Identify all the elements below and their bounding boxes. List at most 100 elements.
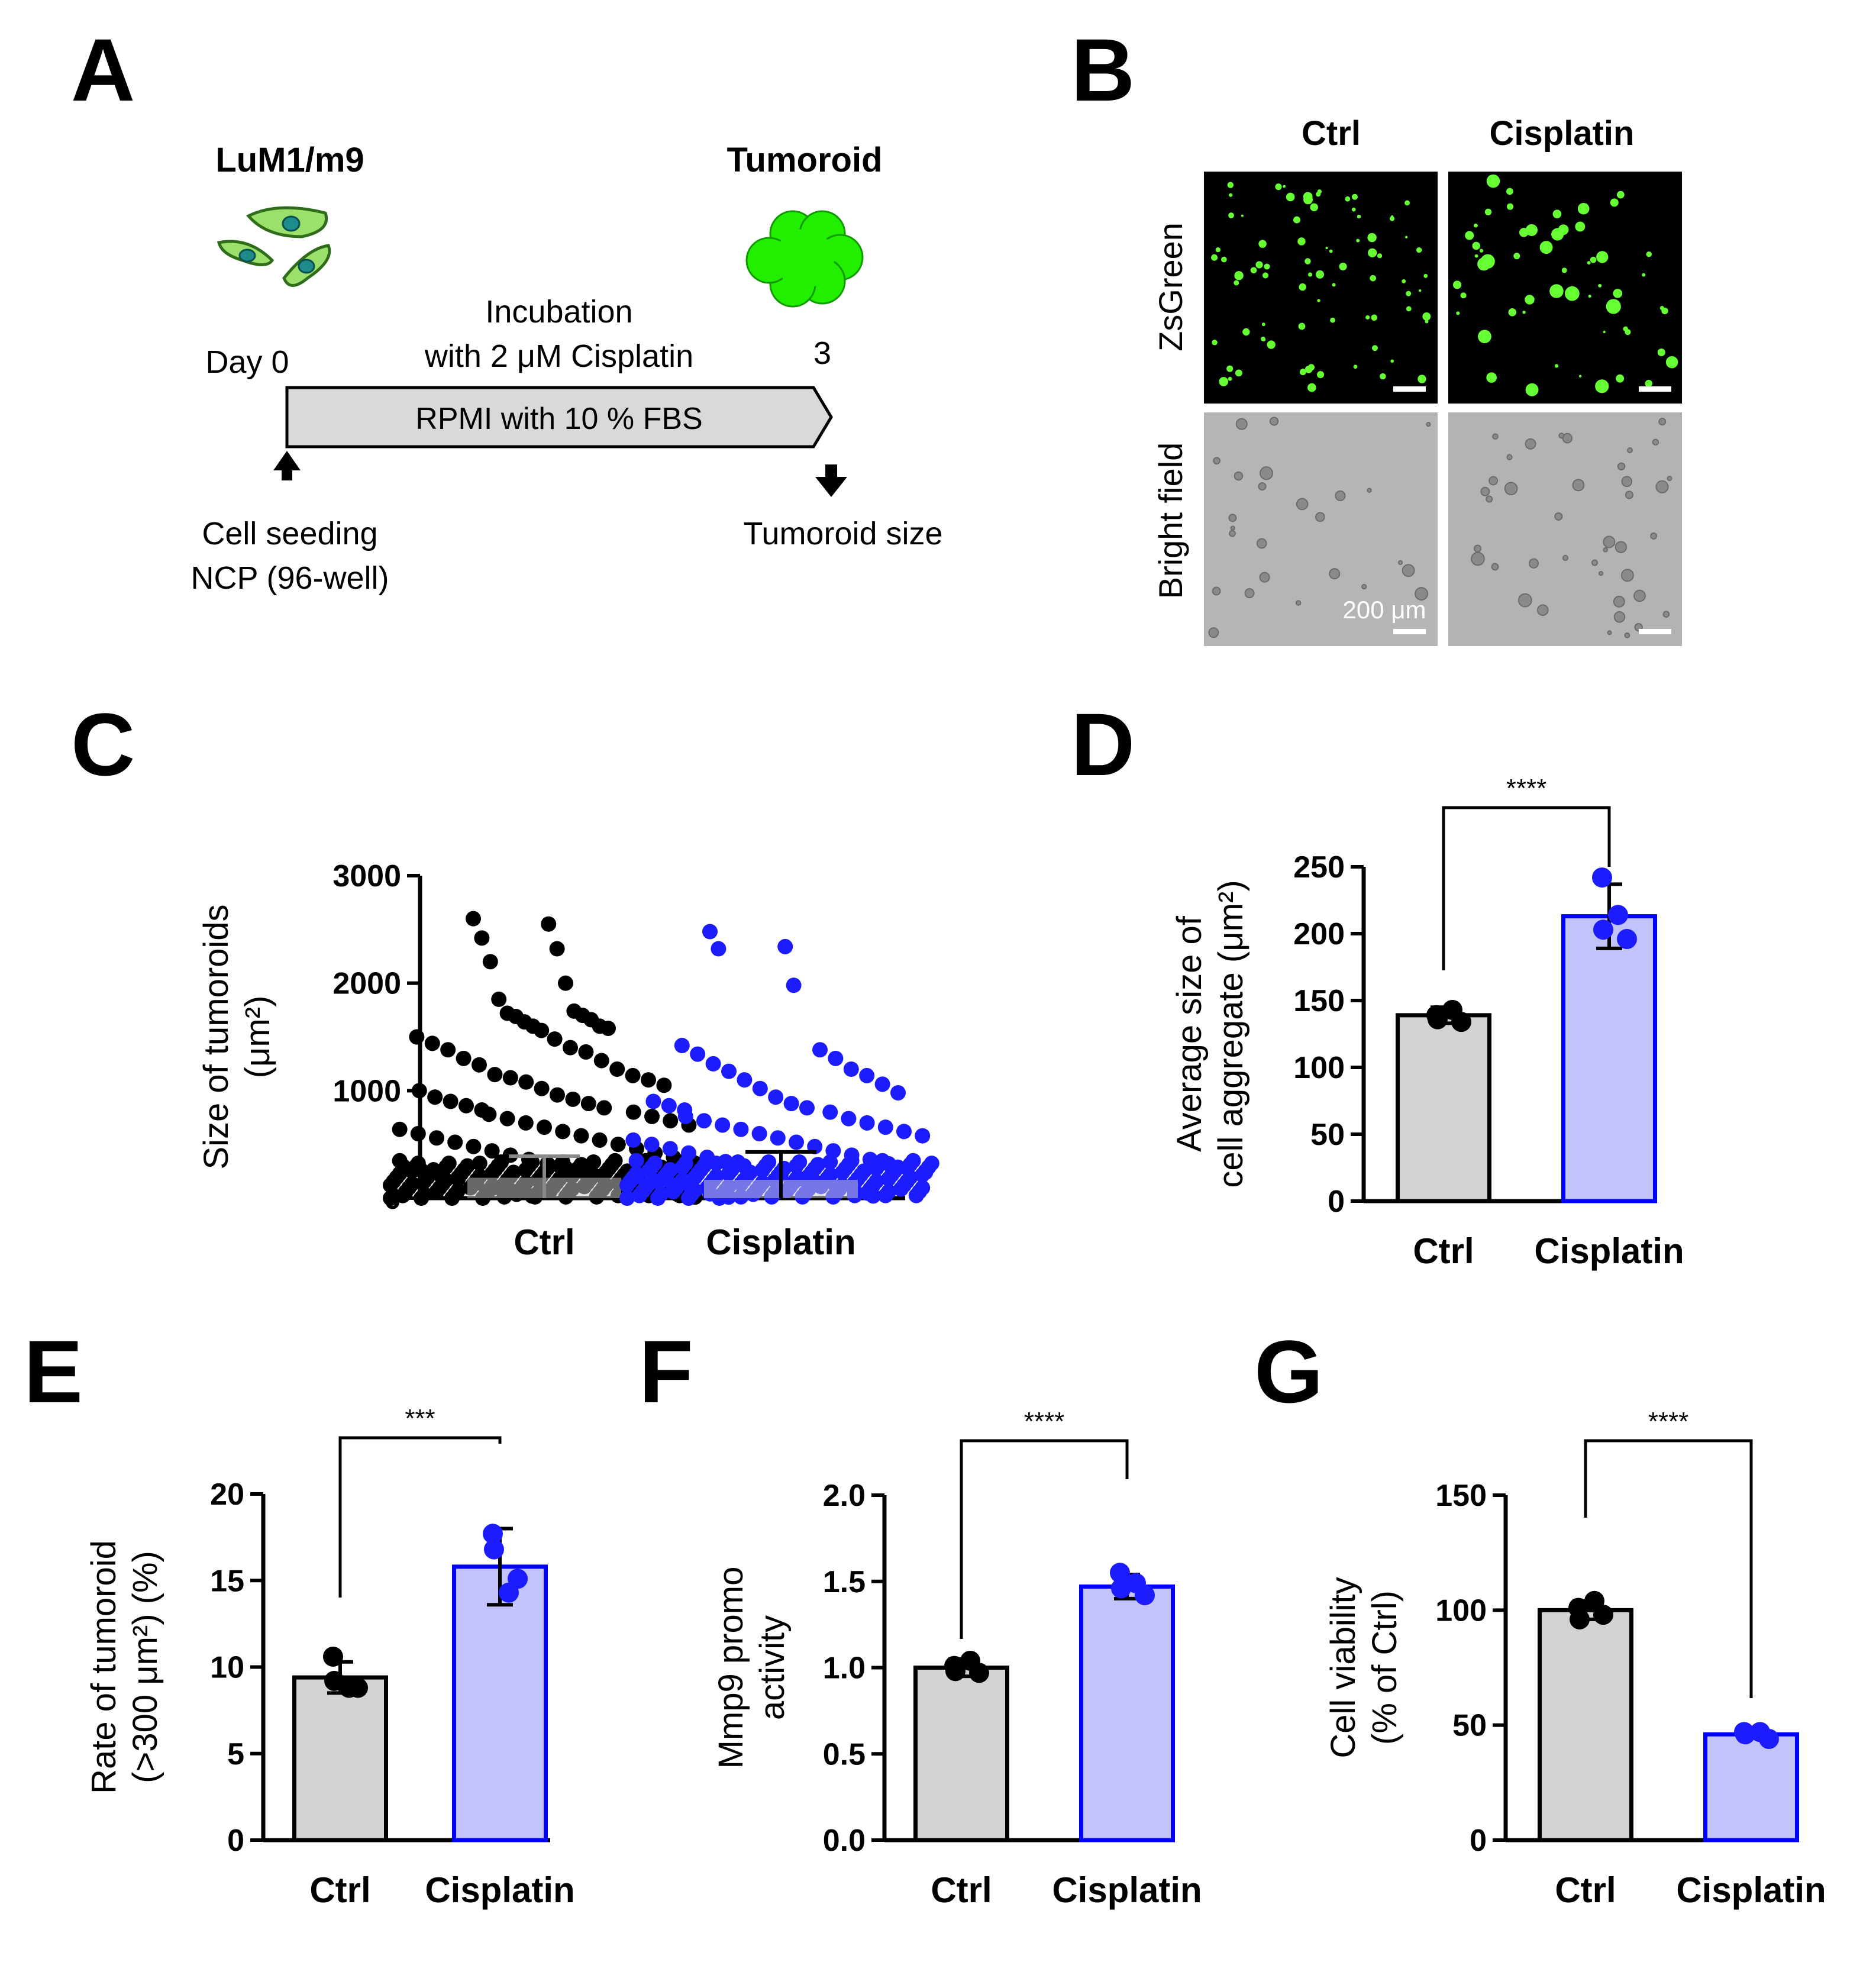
brightfield-cell (1617, 462, 1626, 470)
fluorescent-spot (1262, 272, 1269, 279)
brightfield-cell (1398, 560, 1403, 565)
brightfield-cell (1633, 589, 1646, 602)
data-point-cisplatin (696, 1113, 712, 1129)
fluorescent-spot (1588, 295, 1591, 298)
data-point-cisplatin (484, 1539, 504, 1560)
scale-bar-label: 200 μm (1343, 596, 1426, 624)
brightfield-cell (1536, 604, 1549, 616)
fluorescent-spot (1577, 202, 1590, 215)
fluorescent-spot (1305, 366, 1313, 373)
data-point-ctrl (416, 1173, 432, 1189)
fluorescent-spot (1595, 379, 1609, 393)
data-point-ctrl (580, 1096, 596, 1112)
fluorescent-spot (1298, 322, 1306, 330)
data-point-cisplatin (877, 1187, 893, 1203)
brightfield-cell (1667, 476, 1672, 482)
brightfield-cell (1335, 490, 1346, 501)
data-point-cisplatin (733, 1121, 749, 1137)
data-point-ctrl (481, 1106, 497, 1122)
data-point-cisplatin (789, 1158, 804, 1174)
fluorescent-spot (1522, 311, 1526, 314)
fluorescent-spot (1330, 317, 1335, 323)
y-tick-label: 0 (1470, 1824, 1487, 1858)
data-point-ctrl (541, 916, 557, 932)
fluorescent-spot (1554, 364, 1559, 368)
bar-cisplatin (1703, 1732, 1799, 1842)
size-label: Tumoroid size (743, 516, 942, 551)
y-tick-label: 15 (210, 1564, 244, 1598)
data-point-ctrl (945, 1661, 966, 1682)
data-point-ctrl (409, 1029, 425, 1045)
fluorescent-spot (1299, 369, 1306, 376)
brightfield-cell (1259, 572, 1270, 583)
y-axis-label: (% of Ctrl) (1365, 1590, 1404, 1745)
data-point-ctrl (600, 1020, 616, 1036)
fluorescent-spot (1317, 299, 1320, 302)
fluorescent-spot (1353, 364, 1358, 369)
y-tick-label: 50 (1310, 1118, 1345, 1152)
data-point-ctrl (610, 1137, 626, 1153)
brightfield-cell (1598, 571, 1604, 576)
brightfield-cell (1213, 457, 1220, 465)
data-point-cisplatin (896, 1124, 912, 1140)
data-point-ctrl (550, 1087, 565, 1103)
fluorescent-spot (1367, 233, 1377, 243)
data-point-ctrl (656, 1077, 672, 1093)
fluorescent-spot (1478, 330, 1491, 344)
data-point-cisplatin (483, 1524, 503, 1544)
data-point-cisplatin (843, 1061, 859, 1077)
fluorescent-spot (1665, 356, 1678, 369)
scale-bar-1 (1393, 386, 1426, 392)
brightfield-cell (1230, 525, 1236, 531)
y-tick-label: 50 (1452, 1709, 1487, 1743)
brightfield-cell (1415, 587, 1429, 601)
brightfield-cell (1426, 421, 1431, 427)
y-axis-label: Rate of tumoroid (85, 1540, 123, 1794)
panel-letter-e: E (24, 1322, 83, 1421)
data-point-ctrl (440, 1042, 456, 1058)
fluorescent-spot (1317, 371, 1325, 379)
data-point-cisplatin (881, 1171, 896, 1187)
fluorescent-spot (1404, 235, 1408, 238)
brightfield-cell (1329, 568, 1341, 580)
y-tick-label: 250 (1293, 850, 1345, 885)
fluorescent-spot (1267, 340, 1276, 349)
scale-bar-2 (1639, 386, 1671, 392)
fluorescent-spot (1423, 273, 1428, 278)
data-point-cisplatin (645, 1093, 661, 1109)
data-point-cisplatin (662, 1141, 678, 1157)
brightfield-cell (1492, 433, 1499, 440)
data-point-ctrl (472, 1156, 487, 1172)
data-point-ctrl (447, 1134, 463, 1150)
brightfield-cell (1295, 600, 1302, 606)
significance-stars: **** (1024, 1407, 1065, 1436)
data-point-ctrl (534, 1022, 550, 1038)
seeding-up-arrow (273, 451, 301, 480)
timeline-arrow (285, 386, 833, 448)
panel-letter-c: C (71, 695, 135, 794)
data-point-ctrl (573, 1128, 589, 1144)
brightfield-cell (1625, 490, 1634, 499)
data-point-cisplatin (628, 1153, 644, 1169)
data-point-cisplatin (653, 1173, 669, 1189)
x-label-ctrl: Ctrl (309, 1870, 370, 1910)
data-point-cisplatin (822, 1154, 838, 1170)
fluorescent-spot (1241, 214, 1244, 217)
brightfield-cell (1558, 433, 1565, 439)
bar-ctrl (1538, 1608, 1633, 1842)
y-tick-label: 100 (1293, 1051, 1345, 1085)
y-tick-label: 0 (1328, 1185, 1345, 1219)
data-point-cisplatin (812, 1042, 828, 1058)
data-point-ctrl (547, 1031, 563, 1047)
fluorescent-spot (1525, 295, 1535, 305)
incubation-line2: with 2 μM Cisplatin (424, 338, 693, 374)
bar-cisplatin (452, 1564, 548, 1842)
data-point-cisplatin (644, 1137, 660, 1153)
brightfield-cell (1296, 498, 1309, 511)
data-point-cisplatin (751, 1126, 767, 1141)
x-label-cisplatin: Cisplatin (1676, 1870, 1826, 1910)
data-point-ctrl (427, 1089, 443, 1105)
fluorescent-spot (1234, 271, 1244, 280)
data-point-ctrl (339, 1677, 359, 1698)
fluorescent-spot (1587, 261, 1591, 265)
